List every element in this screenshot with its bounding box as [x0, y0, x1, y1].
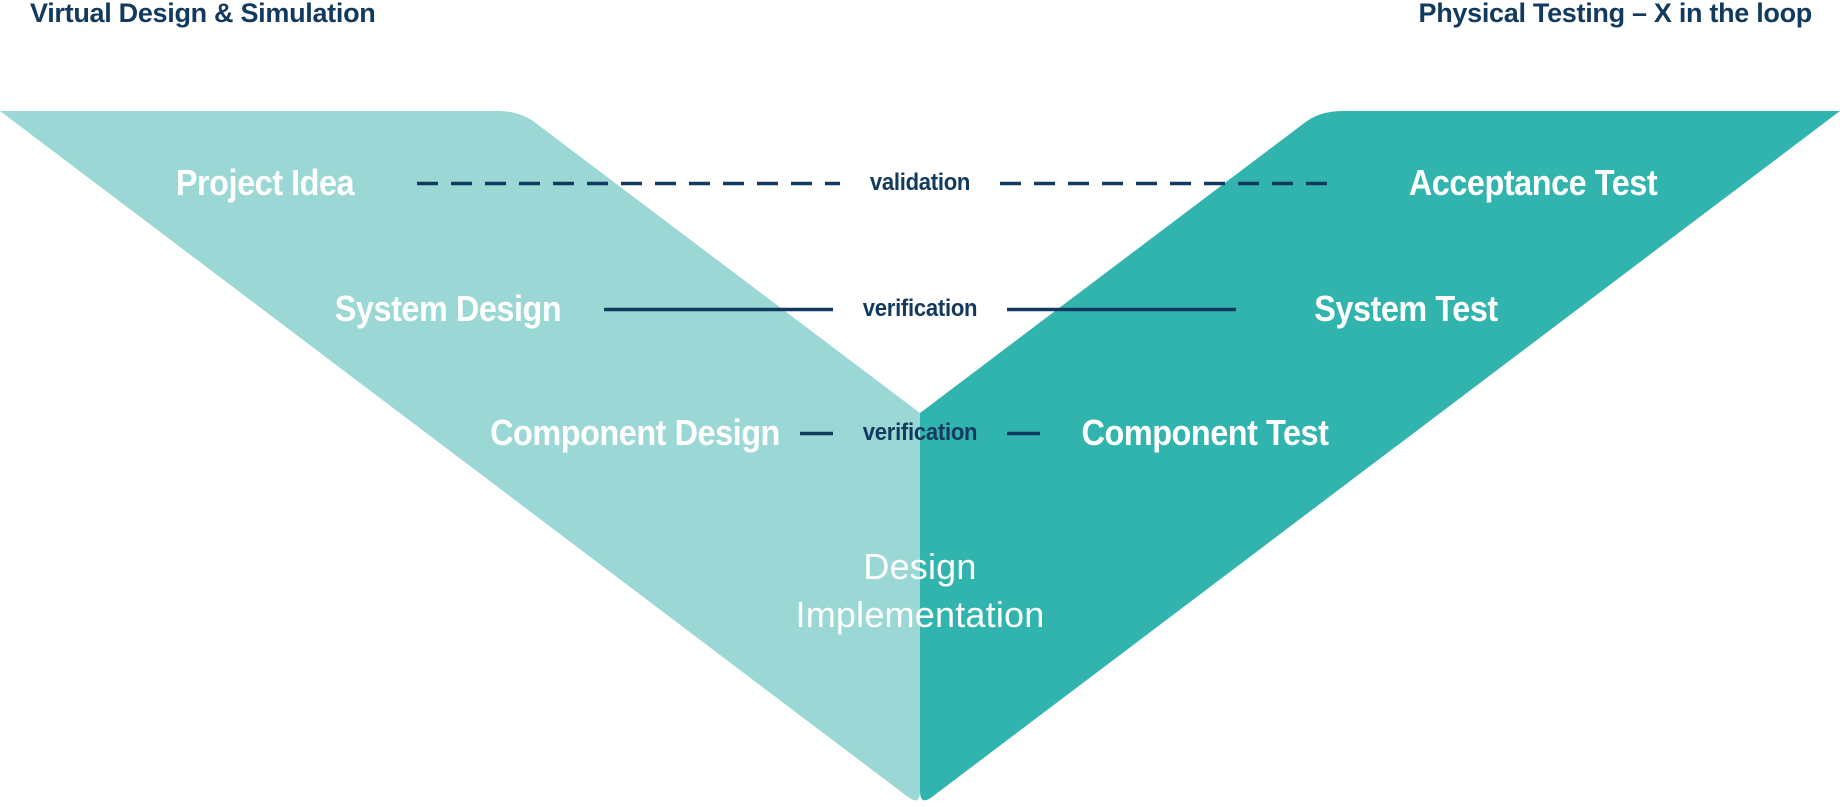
apex-label-implementation: Implementation [795, 594, 1045, 635]
connector-label-verification-row2: verification [862, 295, 978, 322]
right-column-title: Physical Testing – X in the loop [1418, 0, 1813, 28]
connector-label-validation: validation [869, 169, 971, 196]
apex-label-design: Design [863, 546, 977, 587]
connector-label-verification-row3: verification [862, 419, 978, 446]
left-column-title: Virtual Design & Simulation [30, 0, 376, 28]
stage-label-acceptance-test: Acceptance Test [1408, 162, 1658, 203]
stage-label-component-test: Component Test [1081, 412, 1329, 453]
stage-label-system-design: System Design [334, 288, 562, 329]
stage-label-project-idea: Project Idea [175, 162, 355, 203]
stage-label-system-test: System Test [1314, 288, 1498, 329]
left-band-shape [0, 111, 920, 801]
stage-label-component-design: Component Design [490, 412, 780, 453]
right-band-shape [920, 111, 1840, 801]
